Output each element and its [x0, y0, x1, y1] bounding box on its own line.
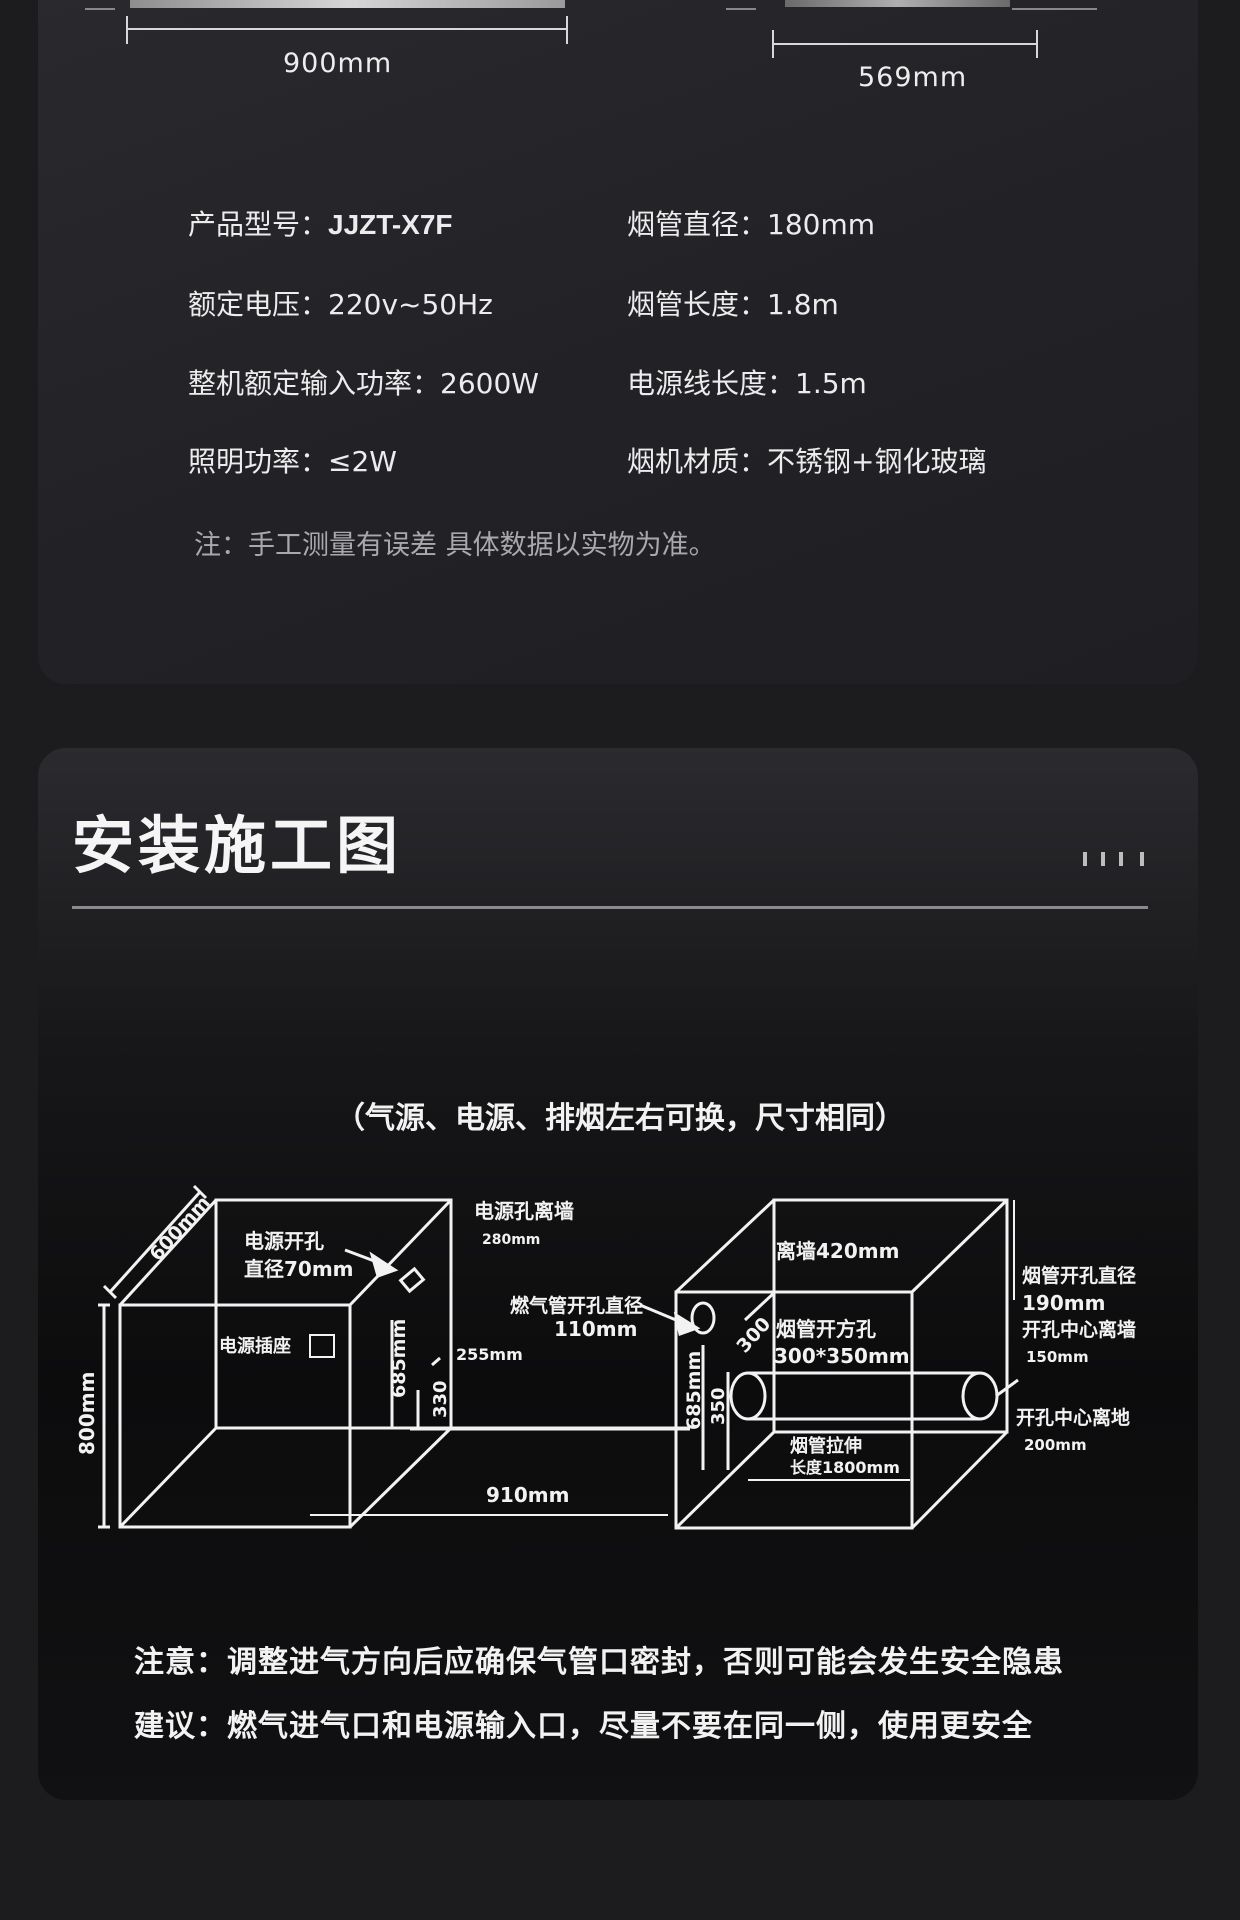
label-depth: 600mm — [145, 1192, 214, 1266]
install-title: 安装施工图 — [72, 809, 403, 882]
spec-cord-length-value: 1.5m — [795, 367, 867, 400]
spec-power: 整机额定输入功率：2600W — [188, 362, 539, 402]
spec-material-key: 烟机材质： — [627, 445, 768, 478]
depth-dim-tick-right — [1036, 30, 1038, 58]
spec-cord-length: 电源线长度：1.5m — [627, 362, 867, 402]
spec-model-value: JJZT-X7F — [328, 209, 453, 240]
depth-600-line — [108, 1190, 202, 1294]
label-flue-hole-dia: 烟管开孔直径 — [1022, 1264, 1136, 1287]
dim-300 — [743, 1290, 777, 1322]
spec-voltage-key: 额定电压： — [188, 288, 329, 321]
spec-model: 产品型号：JJZT-X7F — [188, 203, 453, 243]
spec-flue-length-value: 1.8m — [767, 288, 839, 321]
spec-flue-length: 烟管长度：1.8m — [627, 283, 839, 323]
label-power-hole-dia: 直径70mm — [244, 1257, 354, 1281]
title-deco-mark — [1101, 852, 1105, 866]
right-cabinet-wireframe — [674, 1198, 1009, 1530]
product-side-image — [785, 0, 1010, 7]
title-deco-mark — [1083, 852, 1087, 866]
label-hole-center-floor: 开孔中心离地 — [1016, 1406, 1130, 1429]
label-gas-hole: 燃气管开孔直径 — [510, 1294, 643, 1317]
spec-voltage: 额定电压：220v~50Hz — [188, 283, 493, 323]
spec-model-key: 产品型号： — [188, 208, 329, 241]
label-hole-center-floor-val: 200mm — [1024, 1436, 1087, 1454]
left-cabinet-wireframe — [118, 1198, 690, 1529]
label-wall420: 离墙420mm — [776, 1239, 899, 1263]
label-hole-center-wall-val: 150mm — [1026, 1348, 1089, 1366]
label-flue-square: 烟管开方孔 — [776, 1317, 876, 1341]
label-300: 300 — [732, 1313, 775, 1357]
label-hole-center-wall: 开孔中心离墙 — [1022, 1318, 1136, 1341]
spec-material-value: 不锈钢+钢化玻璃 — [767, 445, 987, 478]
label-flue-hole-dia-val: 190mm — [1022, 1291, 1105, 1315]
spec-light-power-value: ≤2W — [328, 445, 397, 478]
title-rule — [72, 906, 1148, 909]
product-side-foot — [726, 8, 756, 10]
label-350: 350 — [708, 1387, 729, 1425]
title-deco-mark — [1140, 852, 1144, 866]
label-flue-extend-val: 长度1800mm — [790, 1458, 900, 1477]
power-socket-icon — [309, 1334, 335, 1358]
label-910: 910mm — [486, 1483, 569, 1507]
installation-diagram: 600mm 800mm 电源开孔 直径70mm 电源插座 电源孔离墙 280mm… — [75, 1184, 1136, 1530]
label-330: 330 — [430, 1380, 451, 1418]
gas-hole-icon — [690, 1301, 716, 1335]
width-dim-line — [126, 28, 568, 30]
spec-material: 烟机材质：不锈钢+钢化玻璃 — [627, 440, 986, 480]
spec-flue-diameter: 烟管直径：180mm — [627, 203, 875, 243]
depth-dim-label: 569mm — [858, 62, 968, 93]
spec-flue-diameter-value: 180mm — [767, 208, 876, 241]
spec-flue-length-key: 烟管长度： — [627, 288, 768, 321]
flue-arrow — [995, 1378, 1019, 1398]
spec-power-value: 2600W — [440, 367, 539, 400]
product-front-image — [130, 0, 565, 8]
label-flue-extend: 烟管拉伸 — [790, 1435, 862, 1457]
install-notice: 注意：调整进气方向后应确保气管口密封，否则可能会发生安全隐患 — [134, 1645, 1064, 1680]
label-685-right: 685mm — [683, 1351, 705, 1430]
spec-light-power: 照明功率：≤2W — [188, 440, 397, 480]
diagram-subtitle: （气源、电源、排烟左右可换，尺寸相同） — [335, 1101, 905, 1136]
width-dim-tick-left — [126, 16, 128, 44]
width-dim-label: 900mm — [283, 48, 393, 79]
label-gas-hole-val: 110mm — [554, 1317, 637, 1341]
install-card — [38, 748, 1198, 1800]
label-power-hole-wall-val: 280mm — [482, 1232, 540, 1248]
install-advice: 建议：燃气进气口和电源输入口，尽量不要在同一侧，使用更安全 — [134, 1709, 1033, 1744]
spec-flue-diameter-key: 烟管直径： — [627, 208, 768, 241]
depth-dim-line — [772, 43, 1036, 45]
spec-power-key: 整机额定输入功率： — [188, 367, 441, 400]
flue-tube-right-end — [961, 1371, 999, 1421]
product-shadow-line — [85, 8, 115, 10]
label-power-socket: 电源插座 — [219, 1335, 291, 1357]
flue-tube-left-end — [729, 1371, 767, 1421]
label-255: 255mm — [456, 1345, 523, 1364]
label-height: 800mm — [75, 1372, 99, 1455]
spec-light-power-key: 照明功率： — [188, 445, 329, 478]
label-power-hole-wall: 电源孔离墙 — [474, 1199, 574, 1223]
label-flue-square-val: 300*350mm — [774, 1344, 910, 1368]
width-dim-tick-right — [566, 16, 568, 44]
label-power-hole: 电源开孔 — [244, 1229, 324, 1253]
title-deco-mark — [1119, 852, 1123, 866]
spec-voltage-value: 220v~50Hz — [328, 288, 493, 321]
spec-card — [38, 0, 1198, 684]
spec-note: 注：手工测量有误差 具体数据以实物为准。 — [194, 530, 716, 561]
spec-cord-length-key: 电源线长度： — [627, 367, 796, 400]
product-side-shadow — [1012, 8, 1097, 10]
dim-255 — [431, 1356, 441, 1367]
label-685-left: 685mm — [388, 1319, 410, 1398]
